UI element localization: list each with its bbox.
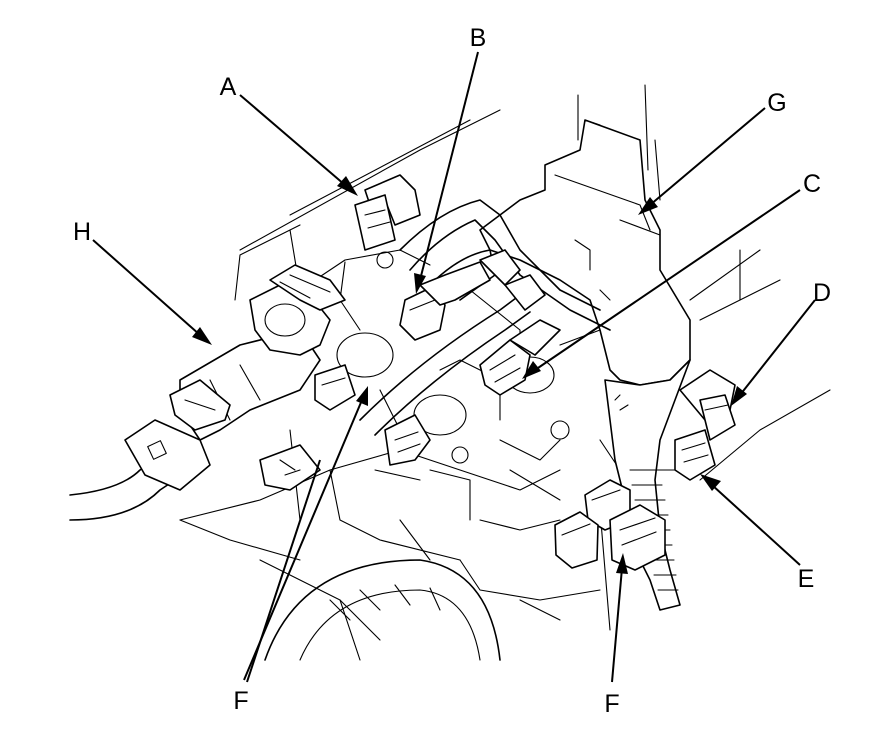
- harness-cover: [479, 84, 691, 386]
- connector-f-left: [259, 364, 431, 491]
- connector-c: [479, 319, 561, 396]
- callout-f-right: F: [604, 690, 619, 718]
- left-harness: [69, 264, 346, 521]
- callout-labels: A B C D E F F G H: [73, 24, 831, 718]
- connector-a: [354, 174, 421, 251]
- callout-c: C: [803, 170, 821, 198]
- callout-d: D: [813, 279, 831, 307]
- middle-hoses: [359, 199, 611, 436]
- callout-h: H: [73, 218, 91, 246]
- connector-b: [399, 261, 491, 341]
- callout-f-left: F: [233, 687, 248, 715]
- connector-f-right: [554, 479, 666, 571]
- callout-e: E: [798, 565, 815, 593]
- callout-a: A: [220, 73, 237, 101]
- callout-b: B: [470, 24, 487, 52]
- lower-intake-arc: [264, 559, 501, 661]
- callout-g: G: [767, 89, 786, 117]
- connector-e: [674, 429, 716, 481]
- connector-d: [679, 369, 736, 441]
- leader-lines: [92, 51, 816, 683]
